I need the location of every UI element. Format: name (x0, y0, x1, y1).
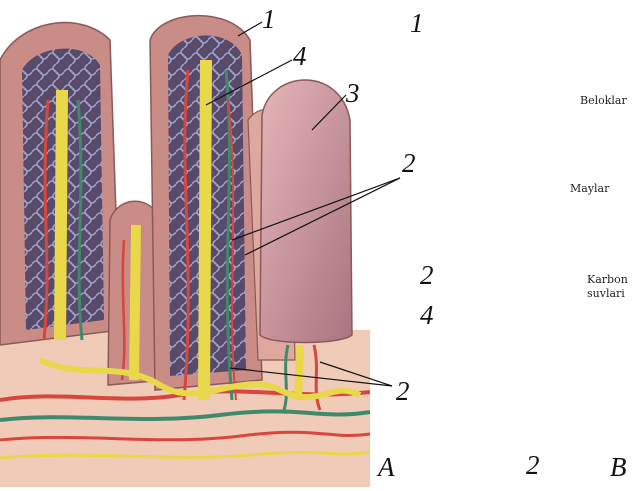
tag-carbs-line1: Karbon (587, 274, 628, 286)
panel-letter-a: A (378, 454, 395, 481)
label-4-a: 4 (293, 43, 307, 70)
label-4-b: 4 (420, 302, 434, 329)
villus-contracted (260, 80, 352, 343)
tag-proteins: Beloklar (580, 95, 627, 107)
tag-fats: Maylar (570, 183, 609, 195)
label-2-a-mid: 2 (402, 150, 416, 177)
label-1-a: 1 (262, 6, 276, 33)
label-1-b: 1 (410, 10, 424, 37)
label-2-a-bottom: 2 (396, 378, 410, 405)
label-2-b-bottom: 2 (526, 452, 540, 479)
label-3-a: 3 (346, 80, 360, 107)
label-2-b-left: 2 (420, 262, 434, 289)
panel-letter-b: B (610, 454, 627, 481)
tag-carbs-line2: suvlari (587, 288, 625, 300)
panel-a (0, 16, 400, 487)
